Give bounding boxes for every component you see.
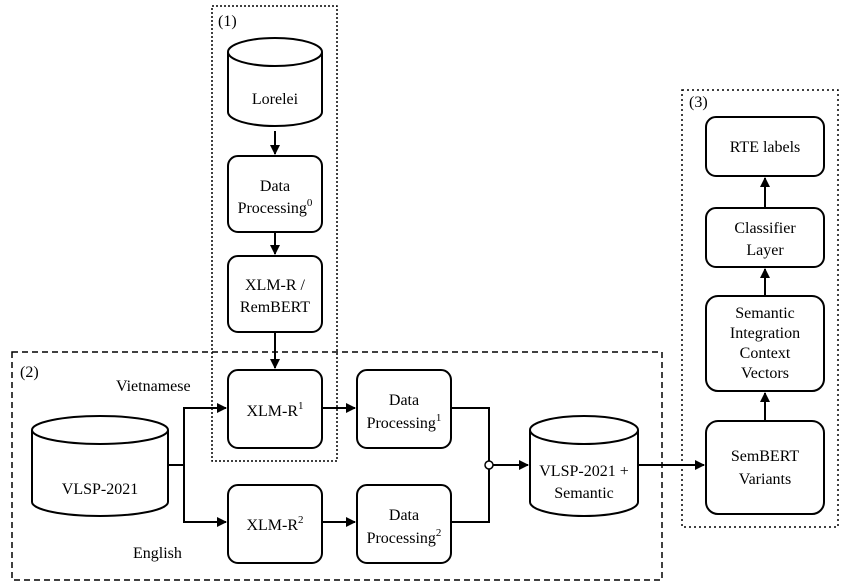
merge-junction xyxy=(484,460,494,470)
data-processing-2-box: Data Processing2 xyxy=(356,484,452,564)
lorelei-dataset: Lorelei xyxy=(227,37,323,127)
vlsp-dataset: VLSP-2021 xyxy=(31,415,169,517)
vlsp-label: VLSP-2021 xyxy=(62,481,138,498)
data-processing-0-line2: Processing0 xyxy=(238,197,313,217)
region-1-label: (1) xyxy=(218,13,237,30)
classifier-box: Classifier Layer xyxy=(705,207,825,268)
xlmr-1-label: XLM-R1 xyxy=(246,400,303,420)
vietnamese-label: Vietnamese xyxy=(116,378,191,395)
semantic-integration-line3: Context xyxy=(740,345,791,362)
rte-labels-box: RTE labels xyxy=(705,116,825,177)
data-processing-2-line2: Processing2 xyxy=(367,527,442,547)
vlsp-semantic-line1: VLSP-2021 + xyxy=(539,463,628,480)
classifier-line2: Layer xyxy=(746,242,784,259)
region-1-border xyxy=(211,5,338,462)
sembert-box: SemBERT Variants xyxy=(705,420,825,515)
data-processing-0-line1: Data xyxy=(260,178,290,195)
data-processing-2-line1: Data xyxy=(389,507,419,524)
semantic-integration-line1: Semantic xyxy=(735,305,795,322)
xlmr-2-label: XLM-R2 xyxy=(246,514,303,534)
classifier-line1: Classifier xyxy=(734,220,796,237)
lorelei-label: Lorelei xyxy=(252,91,299,108)
region-3-border xyxy=(681,89,839,528)
semantic-integration-box: Semantic Integration Context Vectors xyxy=(705,295,825,392)
edge-processing1-to-merge xyxy=(451,407,490,461)
edge-split-to-xlmr2 xyxy=(183,465,227,527)
semantic-integration-line4: Vectors xyxy=(741,365,789,382)
xlmr-2-box: XLM-R2 xyxy=(227,484,323,564)
rte-labels-label: RTE labels xyxy=(730,139,801,156)
edge-processing2-to-merge xyxy=(451,469,490,523)
region-2-label: (2) xyxy=(20,364,39,381)
data-processing-0-box: Data Processing0 xyxy=(227,155,323,233)
data-processing-1-line1: Data xyxy=(389,392,419,409)
pretrained-model-box: XLM-R / RemBERT xyxy=(227,255,323,333)
data-processing-1-line2: Processing1 xyxy=(367,412,442,432)
vlsp-semantic-line2: Semantic xyxy=(554,485,614,502)
sembert-line2: Variants xyxy=(739,471,791,488)
semantic-integration-line2: Integration xyxy=(730,325,800,342)
english-label: English xyxy=(133,545,182,562)
sembert-line1: SemBERT xyxy=(731,448,800,465)
xlmr-1-box: XLM-R1 xyxy=(227,369,323,449)
vlsp-semantic-dataset: VLSP-2021 + Semantic xyxy=(529,415,639,517)
data-processing-1-box: Data Processing1 xyxy=(356,369,452,449)
pretrained-model-line1: XLM-R / xyxy=(245,277,306,294)
pretrained-model-line2: RemBERT xyxy=(240,299,310,316)
region-3-label: (3) xyxy=(689,94,708,111)
edge-split-to-xlmr1 xyxy=(183,403,227,465)
